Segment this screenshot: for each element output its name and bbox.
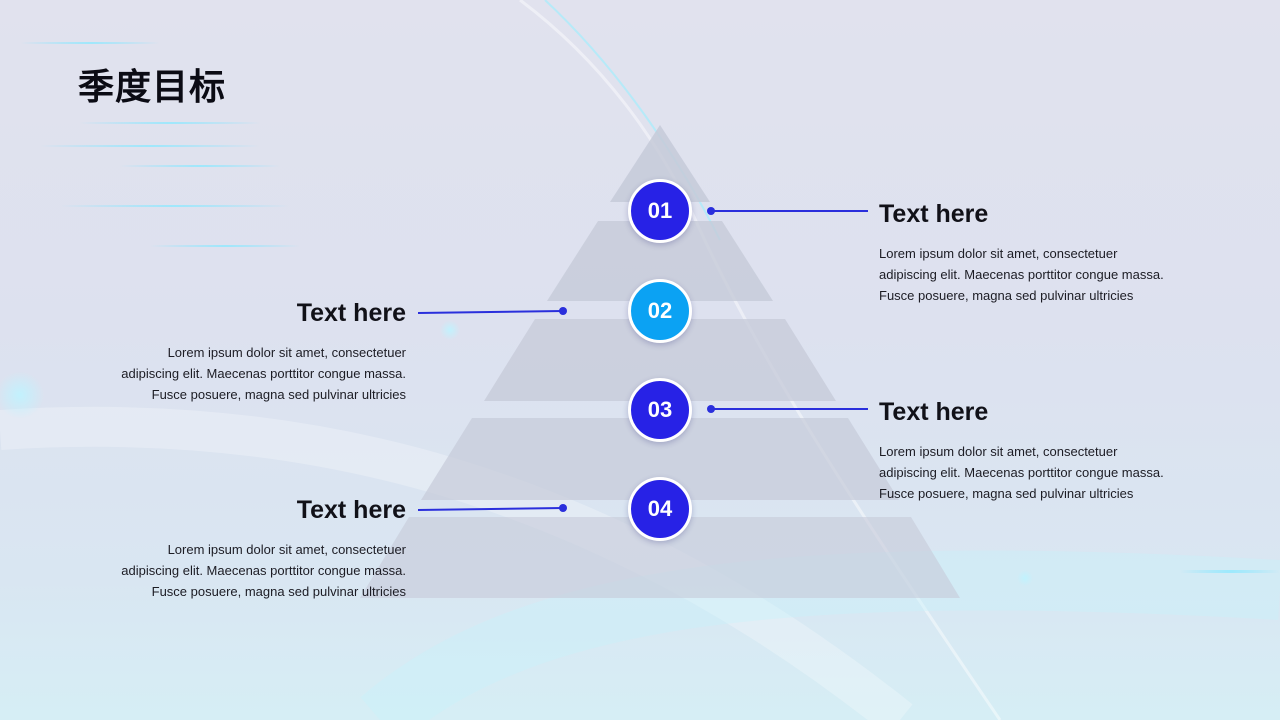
- description-line: Lorem ipsum dolor sit amet, consectetuer: [167, 542, 406, 557]
- step-circle-04: 04: [628, 477, 692, 541]
- description-line: Lorem ipsum dolor sit amet, consectetuer: [879, 444, 1118, 459]
- item-03-description: Lorem ipsum dolor sit amet, consectetuer…: [879, 441, 1189, 504]
- pyramid-tier-2: [547, 221, 773, 301]
- pyramid-tier-4: [421, 418, 899, 500]
- step-number: 02: [647, 298, 673, 323]
- description-line: adipiscing elit. Maecenas porttitor cong…: [879, 267, 1164, 282]
- description-line: adipiscing elit. Maecenas porttitor cong…: [121, 366, 406, 381]
- description-line: adipiscing elit. Maecenas porttitor cong…: [121, 563, 406, 578]
- description-line: Fusce posuere, magna sed pulvinar ultric…: [879, 486, 1134, 501]
- description-line: Fusce posuere, magna sed pulvinar ultric…: [151, 584, 406, 599]
- description-line: Lorem ipsum dolor sit amet, consectetuer: [879, 246, 1118, 261]
- description-line: Fusce posuere, magna sed pulvinar ultric…: [151, 387, 406, 402]
- step-circle-02: 02: [628, 279, 692, 343]
- step-number: 04: [647, 496, 673, 521]
- item-01-heading: Text here: [879, 200, 989, 228]
- pyramid-tier-1: [610, 125, 710, 202]
- description-line: adipiscing elit. Maecenas porttitor cong…: [879, 465, 1164, 480]
- description-line: Lorem ipsum dolor sit amet, consectetuer: [167, 345, 406, 360]
- item-03-heading: Text here: [879, 398, 989, 426]
- pyramid-tier-5: [360, 517, 960, 598]
- step-number: 01: [647, 198, 673, 223]
- step-number: 03: [647, 397, 673, 422]
- item-04-description: Lorem ipsum dolor sit amet, consectetuer…: [96, 539, 406, 602]
- pyramid-tier-3: [484, 319, 836, 401]
- item-04-heading: Text here: [296, 496, 406, 524]
- step-circle-01: 01: [628, 179, 692, 243]
- item-02-heading: Text here: [296, 299, 406, 327]
- item-01-description: Lorem ipsum dolor sit amet, consectetuer…: [879, 243, 1189, 306]
- description-line: Fusce posuere, magna sed pulvinar ultric…: [879, 288, 1134, 303]
- item-02-description: Lorem ipsum dolor sit amet, consectetuer…: [96, 342, 406, 405]
- step-circle-03: 03: [628, 378, 692, 442]
- slide-title: 季度目标: [78, 66, 227, 107]
